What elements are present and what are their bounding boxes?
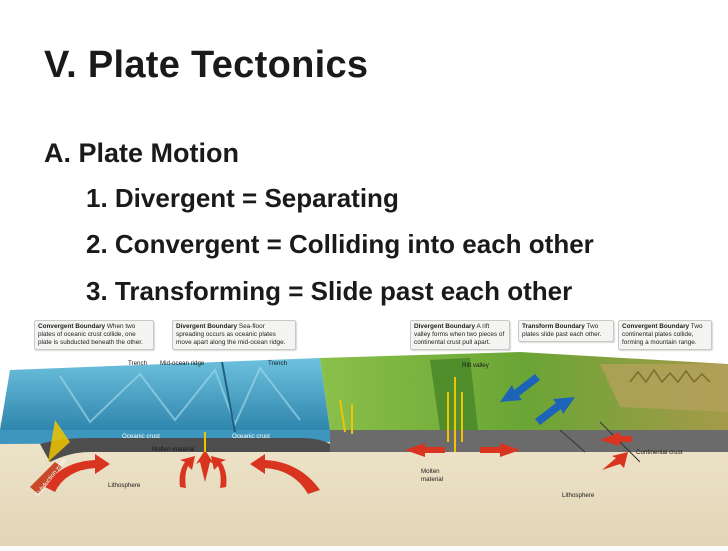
label-molten-material-right-2: material	[421, 476, 444, 483]
continent-cross-section	[330, 430, 728, 452]
label-lithosphere-right: Lithosphere	[562, 492, 595, 499]
plate-diagram-illustration	[0, 352, 728, 546]
label-oceanic-crust-right: Oceanic crust	[232, 433, 270, 440]
label-rift-valley: Rift valley	[462, 362, 489, 369]
callout-transform: Transform Boundary Two plates slide past…	[518, 320, 614, 342]
label-trench-right: Trench	[268, 360, 288, 367]
label-oceanic-crust-left: Oceanic crust	[122, 433, 160, 440]
subduction-volcano-magma	[48, 420, 70, 462]
label-continental-crust: Continental crust	[636, 449, 683, 456]
oceanic-crust	[40, 438, 330, 462]
section-heading: A. Plate Motion	[44, 138, 239, 168]
label-trench-left: Trench	[128, 360, 148, 367]
magma-plumes	[204, 377, 463, 452]
list-item-convergent: 2. Convergent = Colliding into each othe…	[86, 229, 594, 259]
label-molten-material-left: Molten material	[152, 446, 195, 453]
subduction-band	[30, 462, 62, 494]
label-molten-material-right-1: Molten	[421, 468, 440, 475]
callout-convergent-continental: Convergent Boundary Two continental plat…	[618, 320, 712, 350]
callout-divergent-seafloor: Divergent Boundary Sea-floor spreading o…	[172, 320, 296, 350]
convection-arrows	[45, 432, 632, 494]
callout-divergent-rift: Divergent Boundary A rift valley forms w…	[410, 320, 510, 350]
list-item-divergent: 1. Divergent = Separating	[86, 183, 399, 213]
callout-convergent-oceanic: Convergent Boundary When two plates of o…	[34, 320, 154, 350]
transform-arrows	[500, 374, 575, 425]
slide-title: V. Plate Tectonics	[44, 44, 369, 86]
plate-boundaries-diagram: Convergent Boundary When two plates of o…	[0, 312, 728, 546]
list-item-transforming: 3. Transforming = Slide past each other	[86, 276, 573, 306]
label-mid-ocean-ridge: Mid-ocean ridge	[160, 360, 205, 367]
label-lithosphere-left: Lithosphere	[108, 482, 141, 489]
